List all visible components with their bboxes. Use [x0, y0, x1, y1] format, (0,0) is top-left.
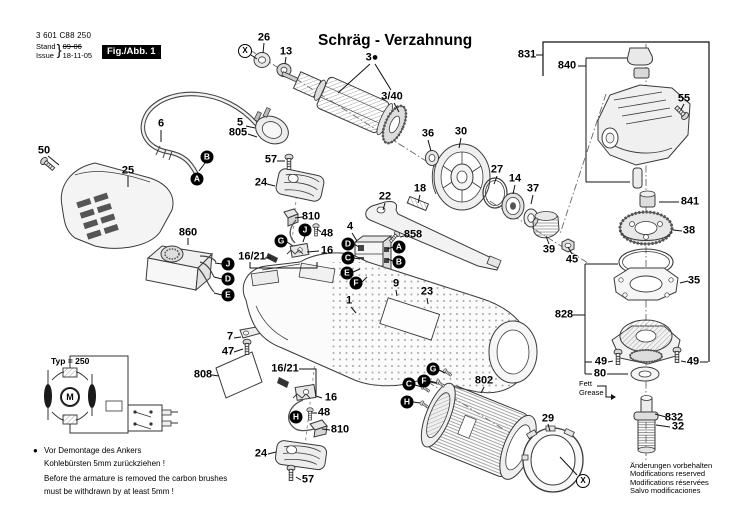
plug-drawing	[253, 107, 289, 145]
controller-860-drawing	[145, 245, 217, 293]
housing-cover-drawing	[60, 162, 174, 249]
washer-36-drawing	[425, 150, 439, 166]
bearing-flange-828-drawing	[611, 319, 681, 365]
bearing-14-drawing	[501, 192, 525, 220]
armature-drawing	[281, 71, 408, 145]
brush-holder-16-top-drawing	[266, 242, 310, 263]
brush-810-top-drawing	[283, 208, 299, 244]
gear-head-drawing	[597, 47, 691, 208]
reference-boxes	[542, 41, 710, 400]
spindle-832-drawing	[633, 395, 659, 454]
nut-45-drawing	[561, 238, 575, 253]
sticker-808-drawing	[215, 351, 263, 399]
brush-810-bottom-drawing	[309, 419, 328, 438]
motor-housing-drawing	[242, 252, 538, 394]
circuit-diagram	[44, 355, 178, 434]
bearing-flange-30-drawing	[431, 143, 491, 211]
brush-cover-24-top-drawing	[275, 168, 325, 202]
ring-29-drawing	[521, 425, 584, 493]
brush-holder-16-bottom-drawing	[277, 377, 317, 432]
pinion-39-drawing	[532, 211, 560, 239]
washer-26-drawing	[253, 52, 271, 68]
brush-cover-24-bottom-drawing	[274, 440, 328, 471]
washer-80-drawing	[630, 366, 660, 382]
plate-35-drawing	[613, 267, 679, 301]
leader-lines	[47, 42, 708, 481]
pin-18-drawing	[406, 195, 430, 212]
power-cord-drawing	[140, 91, 261, 176]
stator-802-drawing	[420, 382, 537, 480]
crown-gear-38-drawing	[618, 210, 674, 246]
